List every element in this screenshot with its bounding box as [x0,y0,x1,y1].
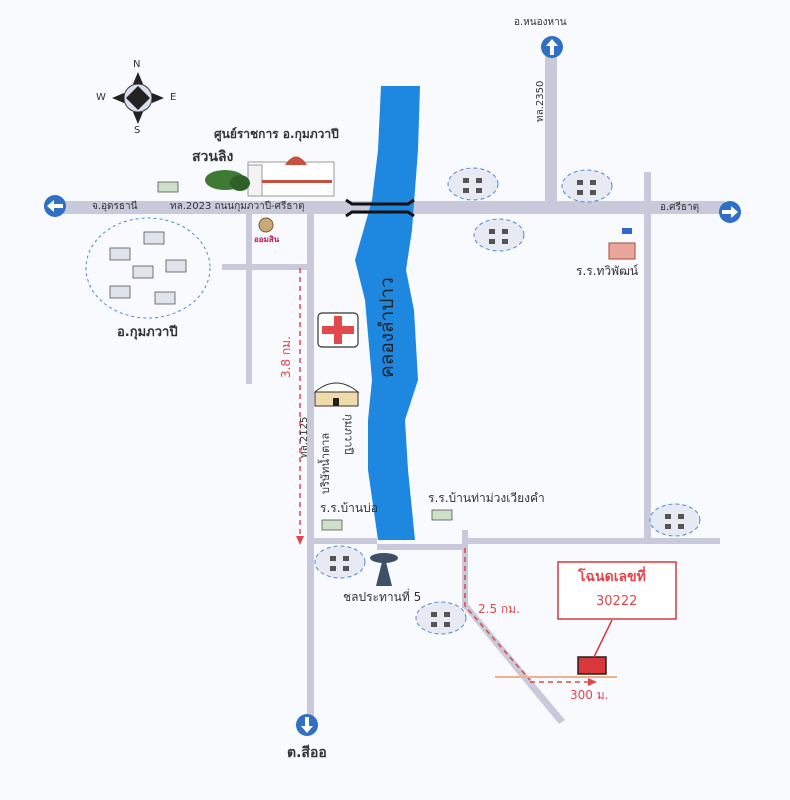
road-2350-label: ทล.2350 [535,80,546,122]
water-tower-icon [370,553,398,586]
sign-south-icon[interactable] [296,714,318,736]
to-sri-that-label: อ.ศรีธาตุ [660,202,700,213]
deed-title: โฉนดเลขที่ [578,569,646,585]
road-south-bottom [307,538,377,544]
main-road-label: ทล.2023 ถนนกุมภวาปี-ศรีธาตุ [170,201,305,212]
roads [55,52,725,724]
sugar-factory-label-1: บริษัทน้ำตาล [319,432,332,494]
village-houses [109,231,187,305]
road-diagonal [462,604,565,724]
house-cluster [314,545,366,579]
to-udon-label: จ.อุดรธานี [92,201,138,212]
school-thawiphat-icon [608,228,636,260]
sign-north-icon[interactable] [541,36,563,58]
deed-box [557,561,677,620]
sign-east-icon[interactable] [719,201,741,223]
to-nong-han-label: อ.หนองหาน [514,17,567,28]
monkey-park-label: สวนลิง [192,149,234,165]
deed-pointer [593,619,613,658]
compass-e: E [170,92,177,103]
road-bank-left [246,212,252,384]
arrow-right [588,678,597,686]
land-plot [577,656,607,675]
to-si-o-label: ต.สีออ [287,745,327,761]
house-clusters [314,167,701,635]
compass-n: N [133,59,141,70]
gov-center-label: ศูนย์ราชการ อ.กุมภวาปี [214,127,339,141]
irrigation-label: ชลประทานที่ 5 [343,590,422,604]
district-village-label: อ.กุมภวาปี [117,325,178,340]
park-trees-icon [205,170,250,191]
road-2125-label: ทล.2125 [299,416,310,458]
road-2350 [545,52,557,207]
house-cluster [649,503,701,537]
houses [330,178,684,627]
sign-west-icon[interactable] [44,195,66,217]
distance-line-2 [464,548,531,681]
compass-w: W [96,92,106,103]
canal [355,86,420,540]
distance-300m: 300 ม. [570,688,609,702]
factory-icon [313,382,360,407]
compass-icon [112,72,164,124]
distance-2-5km: 2.5 กม. [478,602,520,616]
road-south-east [377,544,467,550]
school-ban-bo-label: ร.ร.บ้านบ่อ [320,501,378,515]
school-thawiphat-label: ร.ร.ทวิพัฒน์ [576,264,639,278]
deed-number: 30222 [596,594,638,609]
school-tha-muang-label: ร.ร.บ้านท่าม่วงเวียงคำ [428,491,545,505]
government-building-icon [247,156,335,197]
arrow-down [296,536,304,545]
distance-3-8km: 3.8 กม. [279,336,293,378]
road-2125 [307,212,314,720]
road-side-west [222,264,310,270]
house-cluster [447,167,499,201]
compass-s: S [134,125,141,136]
bank-label: ออมสิน [254,235,280,244]
house-cluster [473,218,525,252]
canal-label: คลองลำปาว [376,277,398,378]
bridge [345,198,415,218]
road-east-vertical [644,172,651,542]
house-cluster [561,169,613,203]
road-east-bottom [467,538,720,544]
school-icon [157,181,453,531]
house-cluster [415,601,467,635]
village-area [85,217,211,319]
bank-logo-icon [258,217,274,233]
hospital-icon [317,312,359,348]
sugar-factory-label-2: กุมภวาปี [342,414,355,455]
